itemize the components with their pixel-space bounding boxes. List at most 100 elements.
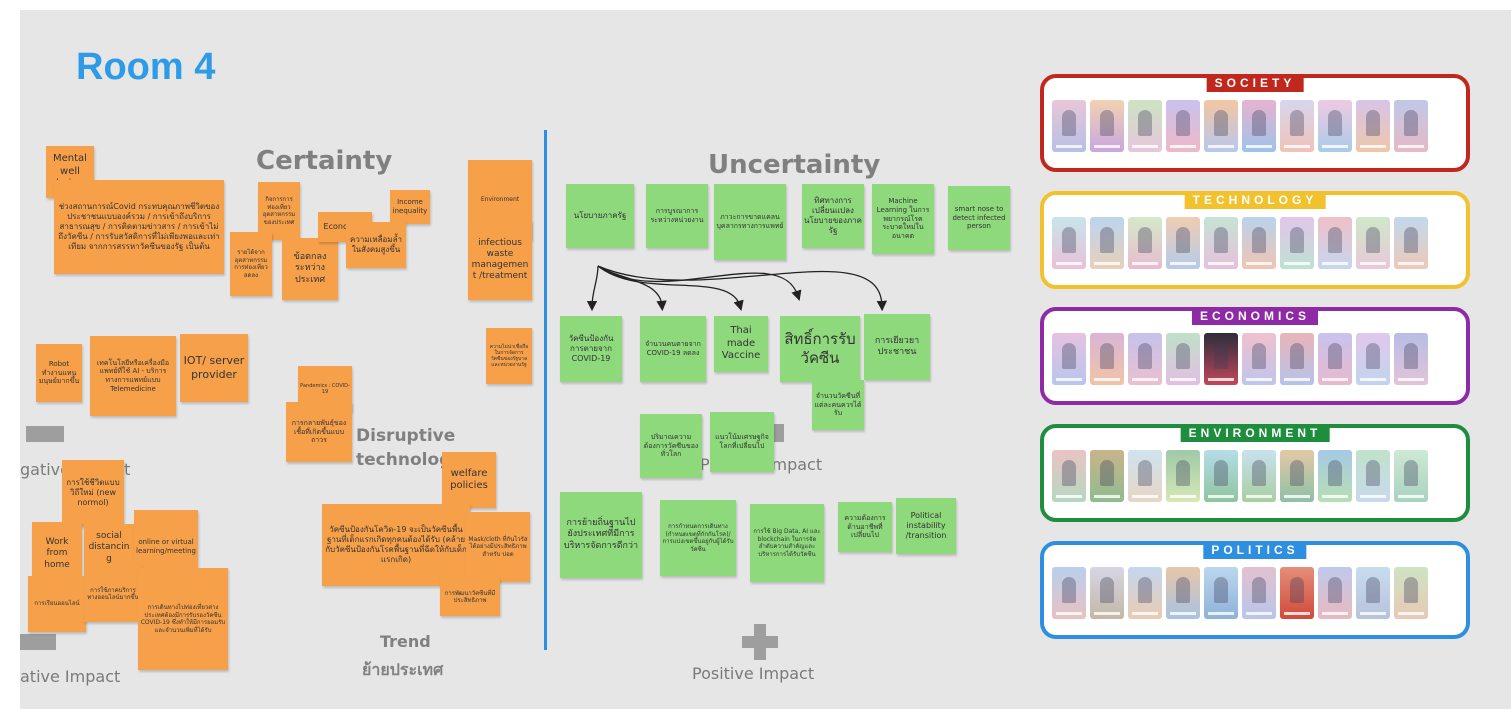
trend-card[interactable] xyxy=(1394,333,1428,385)
trend-card[interactable] xyxy=(1318,217,1352,269)
sticky-note-orange[interactable]: การใช้ภาคบริการทางออนไลน์มากขึ้น xyxy=(84,566,142,622)
trend-card[interactable] xyxy=(1204,450,1238,502)
trend-card[interactable] xyxy=(1394,450,1428,502)
disruptive-heading: Disruptive technology xyxy=(356,426,463,470)
sticky-note-orange[interactable]: การเรียนออนไลน์ xyxy=(28,576,86,632)
trend-card[interactable] xyxy=(1280,450,1314,502)
trend-card[interactable] xyxy=(1204,333,1238,385)
sticky-note-orange[interactable]: รายได้จากอุตสาหกรรมการท่องเที่ยวลดลง xyxy=(230,232,272,296)
sticky-note-orange[interactable]: เทคโนโลยีหรือเครื่องมือแพทย์ที่ใช้ AI - … xyxy=(90,336,176,416)
trend-card[interactable] xyxy=(1356,333,1390,385)
trend-card[interactable] xyxy=(1242,217,1276,269)
trend-card[interactable] xyxy=(1318,100,1352,152)
trend-card[interactable] xyxy=(1356,567,1390,619)
trend-card[interactable] xyxy=(1280,100,1314,152)
trend-card[interactable] xyxy=(1356,450,1390,502)
sticky-note-green[interactable]: การเยียวยาประชาชน xyxy=(864,314,930,380)
trend-card[interactable] xyxy=(1356,217,1390,269)
sticky-note-orange[interactable]: ความเหลื่อมล้ำในสังคมสูงขึ้น xyxy=(346,222,406,268)
trend-card[interactable] xyxy=(1052,217,1086,269)
trend-card[interactable] xyxy=(1052,333,1086,385)
sticky-note-green[interactable]: การบูรณาการระหว่างหน่วยงาน xyxy=(646,184,708,248)
trend-card[interactable] xyxy=(1128,333,1162,385)
trend-card[interactable] xyxy=(1128,450,1162,502)
trend-card[interactable] xyxy=(1128,217,1162,269)
trend-card[interactable] xyxy=(1394,217,1428,269)
trend-card[interactable] xyxy=(1318,567,1352,619)
gray-marker xyxy=(772,424,784,442)
certainty-heading: Certainty xyxy=(256,146,393,176)
trend-card[interactable] xyxy=(1394,100,1428,152)
sticky-note-green[interactable]: จำนวนคนตายจาก COVID-19 ลดลง xyxy=(640,316,706,382)
whiteboard: Room 4 Certainty Uncertainty Disruptive … xyxy=(20,10,1511,709)
trend-card[interactable] xyxy=(1090,217,1124,269)
sticky-note-orange[interactable]: Robot ทำงานแทนมนุษย์มากขึ้น xyxy=(36,344,82,402)
sticky-note-green[interactable]: วัคซีนป้องกันการตายจาก COVID-19 xyxy=(560,316,622,382)
sticky-note-orange[interactable]: วัคซีนป้องกันโควิด-19 จะเป็นวัคซีนพื้นฐา… xyxy=(322,504,470,586)
trend-card[interactable] xyxy=(1394,567,1428,619)
trend-card[interactable] xyxy=(1052,450,1086,502)
sticky-note-orange[interactable]: ข้อตกลงระหว่างประเทศ xyxy=(282,238,338,300)
sticky-note-green[interactable]: ปริมาณความต้องการวัคซีนของทั่วโลก xyxy=(640,414,702,478)
trend-card[interactable] xyxy=(1204,567,1238,619)
trend-card[interactable] xyxy=(1166,217,1200,269)
sticky-note-green[interactable]: การใช้ Big Data, AI และ blockchain ในการ… xyxy=(750,504,824,582)
trend-card[interactable] xyxy=(1166,100,1200,152)
sticky-note-orange[interactable]: ช่วงสถานการณ์Covid กระทบคุณภาพชีวิตของปร… xyxy=(54,180,224,274)
sticky-note-orange[interactable]: กิจการการท่องเที่ยวอุตสาหกรรมของประเทศ xyxy=(258,182,300,240)
trend-card[interactable] xyxy=(1280,217,1314,269)
sticky-note-orange[interactable]: การกลายพันธุ์ของเชื้อที่เกิดขึ้นแบบถาวร xyxy=(286,402,352,462)
sticky-note-orange[interactable]: Income inequality xyxy=(390,190,430,224)
trend-card[interactable] xyxy=(1242,450,1276,502)
sticky-note-orange[interactable]: การเดินทางไปท่องเที่ยวต่างประเทศต้องมีกา… xyxy=(138,568,228,670)
sticky-note-orange[interactable]: Mask/cloth ที่กันไวรัส ได้อย่างมีประสิทธ… xyxy=(466,512,530,582)
trend-card[interactable] xyxy=(1318,450,1352,502)
category-technology: TECHNOLOGY xyxy=(1040,191,1470,289)
sticky-note-green[interactable]: สิทธิ์การรับวัคซีน xyxy=(780,316,860,382)
sticky-note-orange[interactable]: IOT/ server provider xyxy=(180,334,248,402)
trend-card[interactable] xyxy=(1242,333,1276,385)
sticky-note-green[interactable]: ทิศทางการเปลี่ยนแปลงนโยบายของภาครัฐ xyxy=(802,184,864,248)
trend-card[interactable] xyxy=(1090,567,1124,619)
trend-card[interactable] xyxy=(1204,100,1238,152)
sticky-note-green[interactable]: smart nose to detect infected person xyxy=(948,186,1010,250)
trend-card[interactable] xyxy=(1356,100,1390,152)
trend-card[interactable] xyxy=(1090,333,1124,385)
sticky-note-orange[interactable]: Work from home xyxy=(32,522,82,586)
trend-card[interactable] xyxy=(1280,567,1314,619)
trend-card[interactable] xyxy=(1242,567,1276,619)
sticky-note-orange[interactable]: การใช้ชีวิตแบบวิถีใหม่ (new normol) xyxy=(62,460,124,526)
trend-card[interactable] xyxy=(1166,450,1200,502)
sticky-note-green[interactable]: Machine Learning ในการพยากรณ์โรคระบาดใหม… xyxy=(872,184,934,254)
trend-card[interactable] xyxy=(1090,450,1124,502)
trend-card[interactable] xyxy=(1090,100,1124,152)
trend-card[interactable] xyxy=(1052,567,1086,619)
sticky-note-green[interactable]: นโยบายภาครัฐ xyxy=(566,184,634,248)
trend-card[interactable] xyxy=(1204,217,1238,269)
category-society: SOCIETY xyxy=(1040,74,1470,172)
sticky-note-orange[interactable]: infectious waste management /treatment xyxy=(468,220,532,300)
sticky-note-orange[interactable]: การพัฒนาวัคซีนที่มีประสิทธิภาพ xyxy=(440,578,500,616)
sticky-note-green[interactable]: การกำหนดการเดินทาง (กำหนดเขตที่กักกันโรค… xyxy=(660,500,736,576)
trend-subheading: ย้ายประเทศ xyxy=(362,660,444,679)
trend-card[interactable] xyxy=(1128,567,1162,619)
sticky-note-orange[interactable]: ความไม่น่าเชื่อถือในการจัดการวัคซีนของรั… xyxy=(486,328,532,384)
trend-card[interactable] xyxy=(1242,100,1276,152)
room-title: Room 4 xyxy=(76,46,216,88)
trend-card[interactable] xyxy=(1318,333,1352,385)
sticky-note-green[interactable]: Political instability /transition xyxy=(896,498,956,554)
sticky-note-green[interactable]: Thai made Vaccine xyxy=(714,316,768,372)
sticky-note-green[interactable]: แนวโน้มเศรษฐกิจโลกที่เปลี่ยนไป xyxy=(710,412,774,472)
trend-card[interactable] xyxy=(1166,567,1200,619)
sticky-note-green[interactable]: การย้ายถิ่นฐานไปยังประเทศที่มีการบริหารจ… xyxy=(560,492,642,578)
category-label: ECONOMICS xyxy=(1191,307,1319,325)
sticky-note-orange[interactable]: social distancing xyxy=(84,524,134,572)
trend-card[interactable] xyxy=(1128,100,1162,152)
sticky-note-green[interactable]: ภาวะการขาดแคลนบุคลากรทางการแพทย์ xyxy=(714,184,786,260)
sticky-note-green[interactable]: ความต้องการด้านอาชีพที่เปลี่ยนไป xyxy=(838,502,892,552)
trend-card[interactable] xyxy=(1052,100,1086,152)
sticky-note-green[interactable]: จำนวนวัคซีนที่แต่ละคนควรได้รับ xyxy=(812,380,864,430)
sticky-note-orange[interactable]: welfare policies xyxy=(442,452,496,508)
trend-card[interactable] xyxy=(1166,333,1200,385)
trend-card[interactable] xyxy=(1280,333,1314,385)
